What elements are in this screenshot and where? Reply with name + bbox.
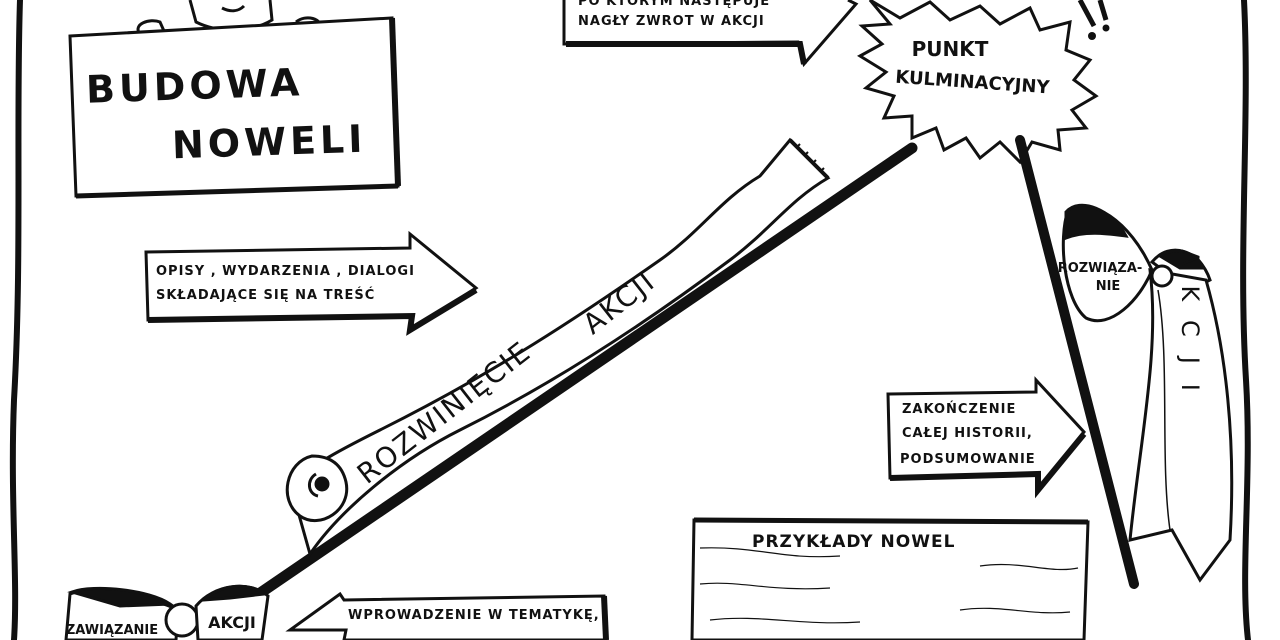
content-arrow-shape — [144, 230, 479, 336]
outer-frame — [9, 0, 1251, 640]
ending-arrow-line2: CAŁEJ HISTORII, — [902, 426, 1033, 441]
title-sign — [68, 16, 401, 199]
resolution-label-2: NIE — [1096, 279, 1121, 294]
examples-title: PRZYKŁADY NOWEL — [752, 532, 956, 552]
climax-note-line1: PO KTÓRYM NASTĘPUJE — [578, 0, 771, 9]
exposition-ribbon-label: AKCJI — [208, 613, 256, 632]
climax-starburst — [857, 0, 1110, 165]
ending-arrow-line3: PODSUMOWANIE — [900, 452, 1036, 467]
content-arrow-line2: SKŁADAJĄCE SIĘ NA TREŚĆ — [156, 288, 376, 303]
exposition-bow — [64, 584, 270, 640]
climax-note-arrow-shape — [562, 0, 859, 68]
ending-arrow-line1: ZAKOŃCZENIE — [902, 402, 1017, 417]
development-ribbon — [285, 137, 831, 558]
examples-board — [690, 517, 1090, 640]
intro-arrow-line1: WPROWADZENIE W TEMATYKĘ, — [348, 608, 600, 623]
exposition-label: ZAWIĄZANIE — [66, 623, 158, 638]
resolution-bow — [1061, 203, 1234, 583]
resolution-label-1: ROZWIĄZA- — [1058, 261, 1143, 276]
content-arrow-line1: OPISY , WYDARZENIA , DIALOGI — [156, 264, 415, 279]
page-title-line2: NOWELI — [171, 116, 368, 168]
intro-arrow-shape — [285, 591, 609, 640]
resolution-ribbon-label: AKCJI — [1176, 249, 1204, 411]
page-title-line1: BUDOWA — [85, 60, 304, 112]
climax-label-1: PUNKT — [912, 37, 989, 61]
climax-note-line2: NAGŁY ZWROT W AKCJI — [578, 14, 765, 29]
ending-arrow-shape — [886, 376, 1087, 499]
plot-line — [244, 142, 918, 606]
resolution-pole — [1015, 135, 1139, 589]
